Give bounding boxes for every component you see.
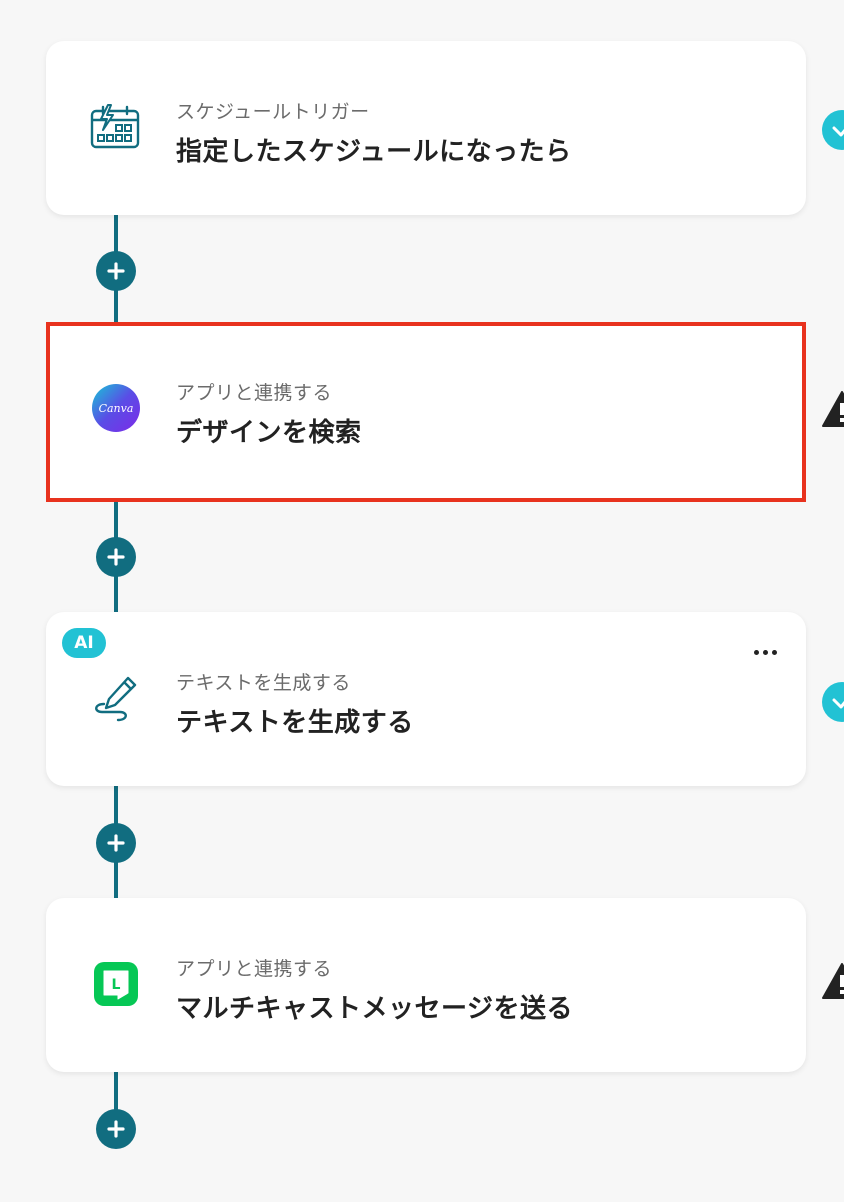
step-subtitle: アプリと連携する bbox=[176, 958, 333, 980]
canva-logo-text: Canva bbox=[99, 402, 134, 415]
step-card-schedule-trigger[interactable]: スケジュールトリガー 指定したスケジュールになったら bbox=[46, 41, 806, 215]
more-options-button[interactable] bbox=[750, 642, 780, 662]
add-step-button[interactable] bbox=[96, 537, 136, 577]
success-check-icon bbox=[822, 682, 844, 722]
flow-connector bbox=[114, 1072, 118, 1112]
success-check-icon bbox=[822, 110, 844, 150]
step-card-line-multicast[interactable]: L アプリと連携する マルチキャストメッセージを送る bbox=[46, 898, 806, 1072]
step-subtitle: テキストを生成する bbox=[176, 672, 351, 694]
more-dot-icon bbox=[753, 649, 759, 655]
step-title: テキストを生成する bbox=[176, 708, 414, 738]
more-dot-icon bbox=[762, 649, 768, 655]
warning-icon bbox=[822, 391, 844, 427]
add-step-button[interactable] bbox=[96, 251, 136, 291]
ai-badge: AI bbox=[62, 628, 106, 658]
more-dot-icon bbox=[771, 649, 777, 655]
plus-icon bbox=[107, 834, 125, 852]
step-title: 指定したスケジュールになったら bbox=[176, 137, 572, 167]
plus-icon bbox=[107, 262, 125, 280]
plus-icon bbox=[107, 548, 125, 566]
step-subtitle: スケジュールトリガー bbox=[176, 101, 370, 123]
add-step-button[interactable] bbox=[96, 823, 136, 863]
step-card-generate-text[interactable]: AI テキストを生成する テキストを生成する bbox=[46, 612, 806, 786]
canva-logo-icon: Canva bbox=[90, 382, 142, 434]
plus-icon bbox=[107, 1120, 125, 1138]
step-title: デザインを検索 bbox=[176, 418, 362, 448]
line-logo-icon: L bbox=[90, 958, 142, 1010]
pen-icon bbox=[90, 672, 142, 724]
step-card-canva-search[interactable]: Canva アプリと連携する デザインを検索 bbox=[46, 322, 806, 502]
line-logo-text: L bbox=[112, 977, 121, 993]
schedule-trigger-icon bbox=[90, 101, 142, 153]
step-title: マルチキャストメッセージを送る bbox=[176, 994, 573, 1024]
add-step-button[interactable] bbox=[96, 1109, 136, 1149]
step-subtitle: アプリと連携する bbox=[176, 382, 333, 404]
warning-icon bbox=[822, 963, 844, 999]
